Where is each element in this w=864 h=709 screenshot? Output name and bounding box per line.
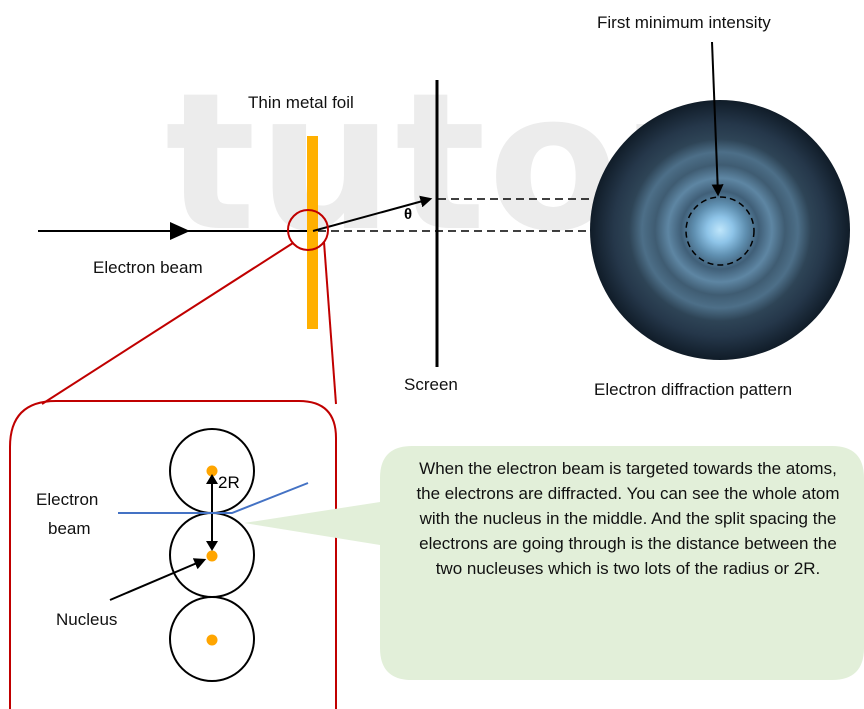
inset-box xyxy=(9,400,337,709)
first-minimum-ring xyxy=(685,196,755,266)
nucleus-middle xyxy=(206,550,218,562)
callout-text: When the electron beam is targeted towar… xyxy=(416,459,840,578)
nucleus-top xyxy=(206,465,218,477)
inset-electron-label: Electron xyxy=(36,490,99,509)
metal-foil xyxy=(307,136,318,329)
two-r-arrowhead-up xyxy=(206,474,218,484)
two-r-label: 2R xyxy=(218,473,240,492)
diffracted-beam xyxy=(312,195,433,232)
magnifier-circle xyxy=(287,209,329,251)
magnifier-line-right xyxy=(323,241,337,405)
beam-arrowhead xyxy=(170,222,190,240)
two-r-arrowhead-down xyxy=(206,541,218,551)
electron-beam-label: Electron beam xyxy=(93,258,203,277)
inset-electron-beam xyxy=(118,482,309,514)
nucleus-bottom xyxy=(206,634,218,646)
first-minimum-arrow xyxy=(711,41,724,197)
first-minimum-label: First minimum intensity xyxy=(597,13,771,32)
magnifier-line-left xyxy=(41,242,294,405)
diffraction-pattern xyxy=(590,100,850,360)
diffraction-pattern-label: Electron diffraction pattern xyxy=(594,380,793,399)
callout-bubble xyxy=(244,446,864,680)
nucleus-label: Nucleus xyxy=(56,610,118,629)
inset-beam-label: beam xyxy=(48,519,91,538)
thin-metal-foil-label: Thin metal foil xyxy=(248,93,354,112)
screen-label: Screen xyxy=(404,375,458,394)
theta-label: θ xyxy=(404,206,413,223)
nucleus-pointer xyxy=(109,558,207,601)
